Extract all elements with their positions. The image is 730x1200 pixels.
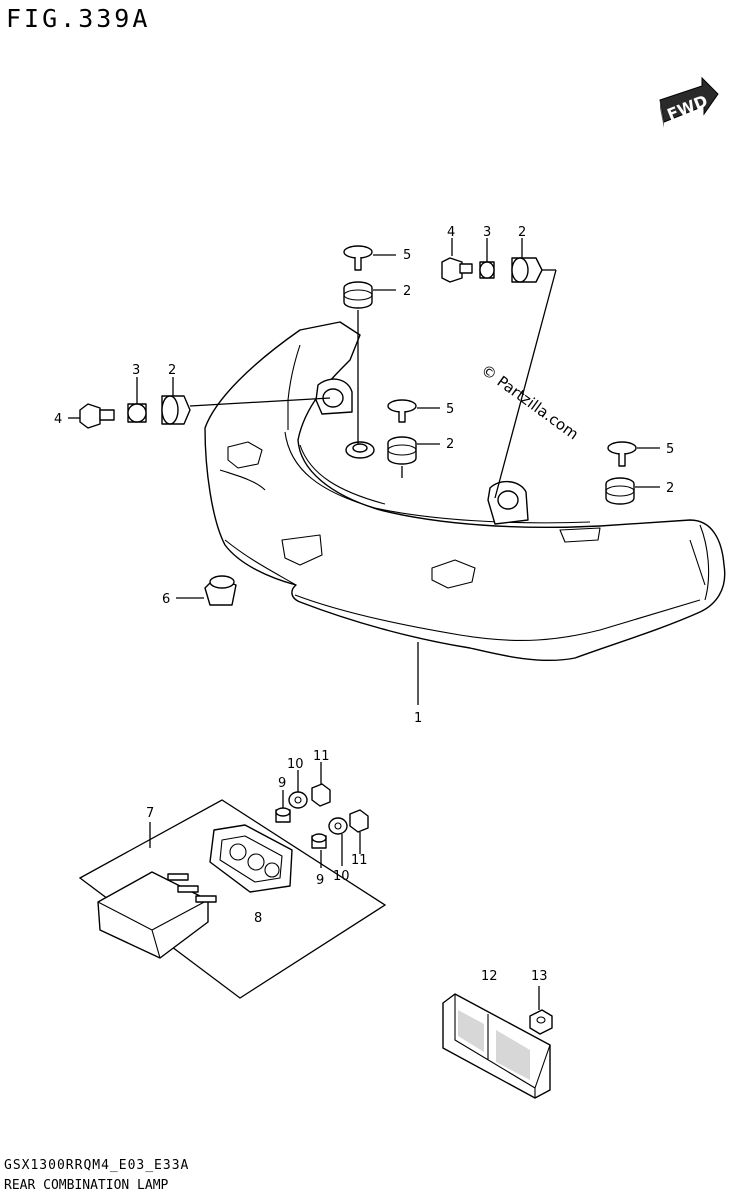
- collar-3-right: [479, 261, 495, 279]
- callout-4-right: 4: [447, 225, 455, 240]
- nut-11-upper: [311, 783, 331, 807]
- callout-9-upper: 9: [278, 776, 286, 791]
- washer-10-upper: [288, 791, 308, 809]
- fwd-arrow-icon: FWD: [659, 76, 719, 128]
- callout-2-top: 2: [403, 284, 411, 299]
- callout-13: 13: [531, 969, 548, 984]
- callout-12: 12: [481, 969, 498, 984]
- grommet-2-middle: [387, 436, 417, 465]
- reflector-12: [442, 993, 551, 1099]
- screw-5-middle: [387, 399, 417, 423]
- callout-11-upper: 11: [313, 749, 330, 764]
- bolt-4-right: [441, 257, 473, 283]
- callout-2-middle: 2: [446, 437, 454, 452]
- license-lamp-7: [97, 871, 217, 959]
- callout-2-left: 2: [168, 363, 176, 378]
- callout-4-left: 4: [54, 412, 62, 427]
- nut-11-lower: [349, 809, 369, 833]
- screw-5-right: [607, 441, 637, 467]
- grommet-2-right: [511, 257, 543, 283]
- callout-10-upper: 10: [287, 757, 304, 772]
- grommet-2-lower-right: [605, 477, 635, 505]
- callout-8: 8: [254, 911, 262, 926]
- washer-10-lower: [328, 817, 348, 835]
- license-lamp-kit-box: [78, 799, 387, 999]
- collar-3-left: [127, 403, 147, 423]
- nut-13: [529, 1009, 553, 1035]
- callout-5-right: 5: [666, 442, 674, 457]
- collar-9-upper: [275, 807, 291, 823]
- callout-1: 1: [414, 711, 422, 726]
- grommet-2-left: [161, 395, 191, 425]
- callout-9-lower: 9: [316, 873, 324, 888]
- lens-housing-8: [209, 824, 293, 893]
- figure-title: FIG.339A: [6, 4, 151, 33]
- figure-name: REAR COMBINATION LAMP: [4, 1178, 169, 1193]
- callout-11-lower: 11: [351, 853, 368, 868]
- rear-lamp-housing: [204, 321, 726, 662]
- collar-9-lower: [311, 833, 327, 849]
- callout-labels: 1 2 2 2 2 2 3 3 4 4 5 5 5 6 7 8 9 9 10 1…: [54, 225, 674, 984]
- callout-3-right: 3: [483, 225, 491, 240]
- callout-5-top: 5: [403, 248, 411, 263]
- screw-5-top: [343, 245, 373, 271]
- model-code: GSX1300RRQM4_E03_E33A: [4, 1158, 190, 1173]
- callout-6: 6: [162, 592, 170, 607]
- bulb-socket-6: [204, 575, 237, 606]
- watermark-text: © Partzilla.com: [478, 361, 582, 444]
- callout-5-middle: 5: [446, 402, 454, 417]
- bolt-4-left: [79, 403, 115, 429]
- callout-10-lower: 10: [333, 869, 350, 884]
- grommet-2-top: [343, 281, 373, 309]
- callout-2-lower-right: 2: [666, 481, 674, 496]
- callout-2-right: 2: [518, 225, 526, 240]
- callout-3-left: 3: [132, 363, 140, 378]
- callout-7: 7: [146, 806, 154, 821]
